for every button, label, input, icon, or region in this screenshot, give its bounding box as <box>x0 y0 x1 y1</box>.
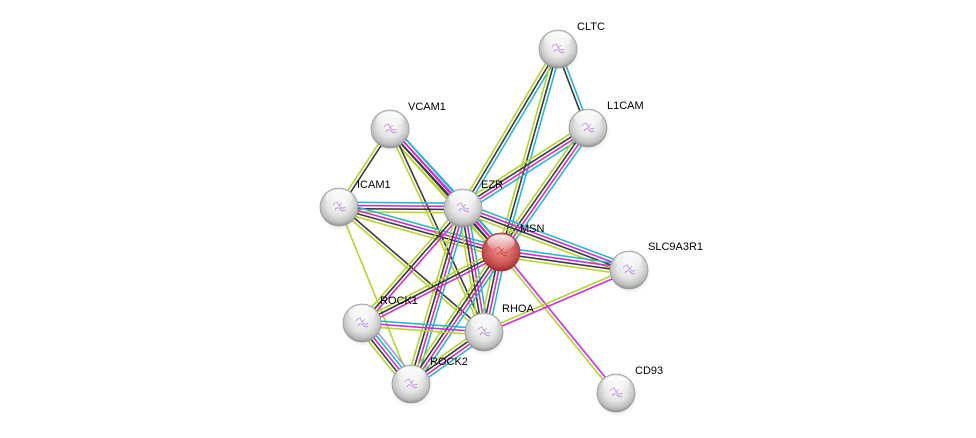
edge-msn-cd93[interactable] <box>499 250 618 395</box>
edge-evidence-lime <box>338 206 412 385</box>
edge-evidence-lime <box>459 46 556 207</box>
edge-evidence-lime <box>499 252 616 395</box>
node-highlight <box>544 31 572 48</box>
node-msn[interactable]: MSN <box>481 223 545 276</box>
node-highlight <box>470 314 498 331</box>
node-label: VCAM1 <box>408 101 446 113</box>
node-label: EZR <box>481 179 503 191</box>
edge-evidence-cyan <box>501 246 630 267</box>
edge-evidence-magenta <box>363 254 503 327</box>
node-highlight <box>397 366 425 383</box>
node-highlight <box>449 190 477 207</box>
node-highlight <box>376 111 404 128</box>
node-label: SLC9A3R1 <box>648 241 703 253</box>
edge-cltc-ezr[interactable] <box>459 46 562 211</box>
node-label: MSN <box>520 223 545 235</box>
node-rock1[interactable]: ROCK1 <box>342 295 418 347</box>
node-vcam1[interactable]: VCAM1 <box>370 101 446 153</box>
edge-evidence-lime <box>358 205 462 322</box>
edge-l1cam-ezr[interactable] <box>459 123 592 213</box>
edge-evidence-black <box>361 207 464 324</box>
edge-ezr-rock1[interactable] <box>358 205 467 326</box>
edge-evidence-lime <box>360 248 500 321</box>
node-icam1[interactable]: ICAM1 <box>319 179 391 231</box>
node-cltc[interactable]: CLTC <box>538 21 605 73</box>
edge-evidence-lime <box>405 206 460 383</box>
edge-evidence-magenta <box>484 270 630 335</box>
node-cd93[interactable]: CD93 <box>596 365 663 417</box>
edge-evidence-lime <box>497 47 556 252</box>
node-highlight <box>602 375 630 392</box>
edge-evidence-magenta <box>501 250 618 393</box>
edge-evidence-lime <box>459 123 586 205</box>
edge-evidence-cyan <box>503 49 562 254</box>
edge-cltc-msn[interactable] <box>497 47 562 254</box>
node-highlight <box>487 234 515 251</box>
node-label: RHOA <box>502 303 534 315</box>
edge-evidence-black <box>461 125 588 208</box>
edge-evidence-black <box>408 207 463 384</box>
node-label: CLTC <box>577 21 605 33</box>
node-rhoa[interactable]: RHOA <box>464 303 534 356</box>
edge-evidence-lime <box>337 210 500 258</box>
node-l1cam[interactable]: L1CAM <box>568 100 644 152</box>
edge-evidence-magenta <box>411 208 466 385</box>
edge-slc9a3r1-rhoa[interactable] <box>483 267 630 335</box>
edge-evidence-black <box>409 250 501 384</box>
node-highlight <box>615 252 643 269</box>
edge-evidence-lime <box>406 248 498 382</box>
edge-evidence-magenta <box>363 209 467 326</box>
node-highlight <box>574 110 602 127</box>
edge-evidence-black <box>339 205 486 332</box>
node-label: ROCK1 <box>380 295 418 307</box>
node-ezr[interactable]: EZR <box>443 179 503 232</box>
edge-evidence-black <box>499 126 588 252</box>
edge-evidence-magenta <box>411 252 503 386</box>
node-label: L1CAM <box>607 100 644 112</box>
node-rock2[interactable]: ROCK2 <box>391 356 468 408</box>
edge-evidence-magenta <box>463 205 630 270</box>
edge-evidence-magenta <box>501 128 590 254</box>
edge-evidence-black <box>462 48 559 209</box>
edge-evidence-black <box>500 48 559 253</box>
edge-evidence-cyan <box>465 50 562 211</box>
node-label: ROCK2 <box>430 356 468 368</box>
edge-evidence-black <box>361 251 502 324</box>
edge-evidence-lime <box>483 267 629 332</box>
nodes-layer: MSN EZR CLTC L1CAM VCAM1ICAM1SLC9A3R1ROCK1RH… <box>319 21 703 417</box>
edge-evidence-magenta <box>463 128 590 211</box>
edge-icam1-rock2[interactable] <box>338 206 412 385</box>
edge-msn-rock1[interactable] <box>360 248 503 327</box>
edge-evidence-cyan <box>339 201 464 205</box>
edge-evidence-cyan <box>340 201 503 249</box>
node-highlight <box>348 305 376 322</box>
node-label: CD93 <box>635 365 663 377</box>
node-slc9a3r1[interactable]: SLC9A3R1 <box>609 241 703 294</box>
node-highlight <box>325 189 353 206</box>
edge-evidence-cyan <box>464 202 631 267</box>
node-label: ICAM1 <box>357 179 391 191</box>
